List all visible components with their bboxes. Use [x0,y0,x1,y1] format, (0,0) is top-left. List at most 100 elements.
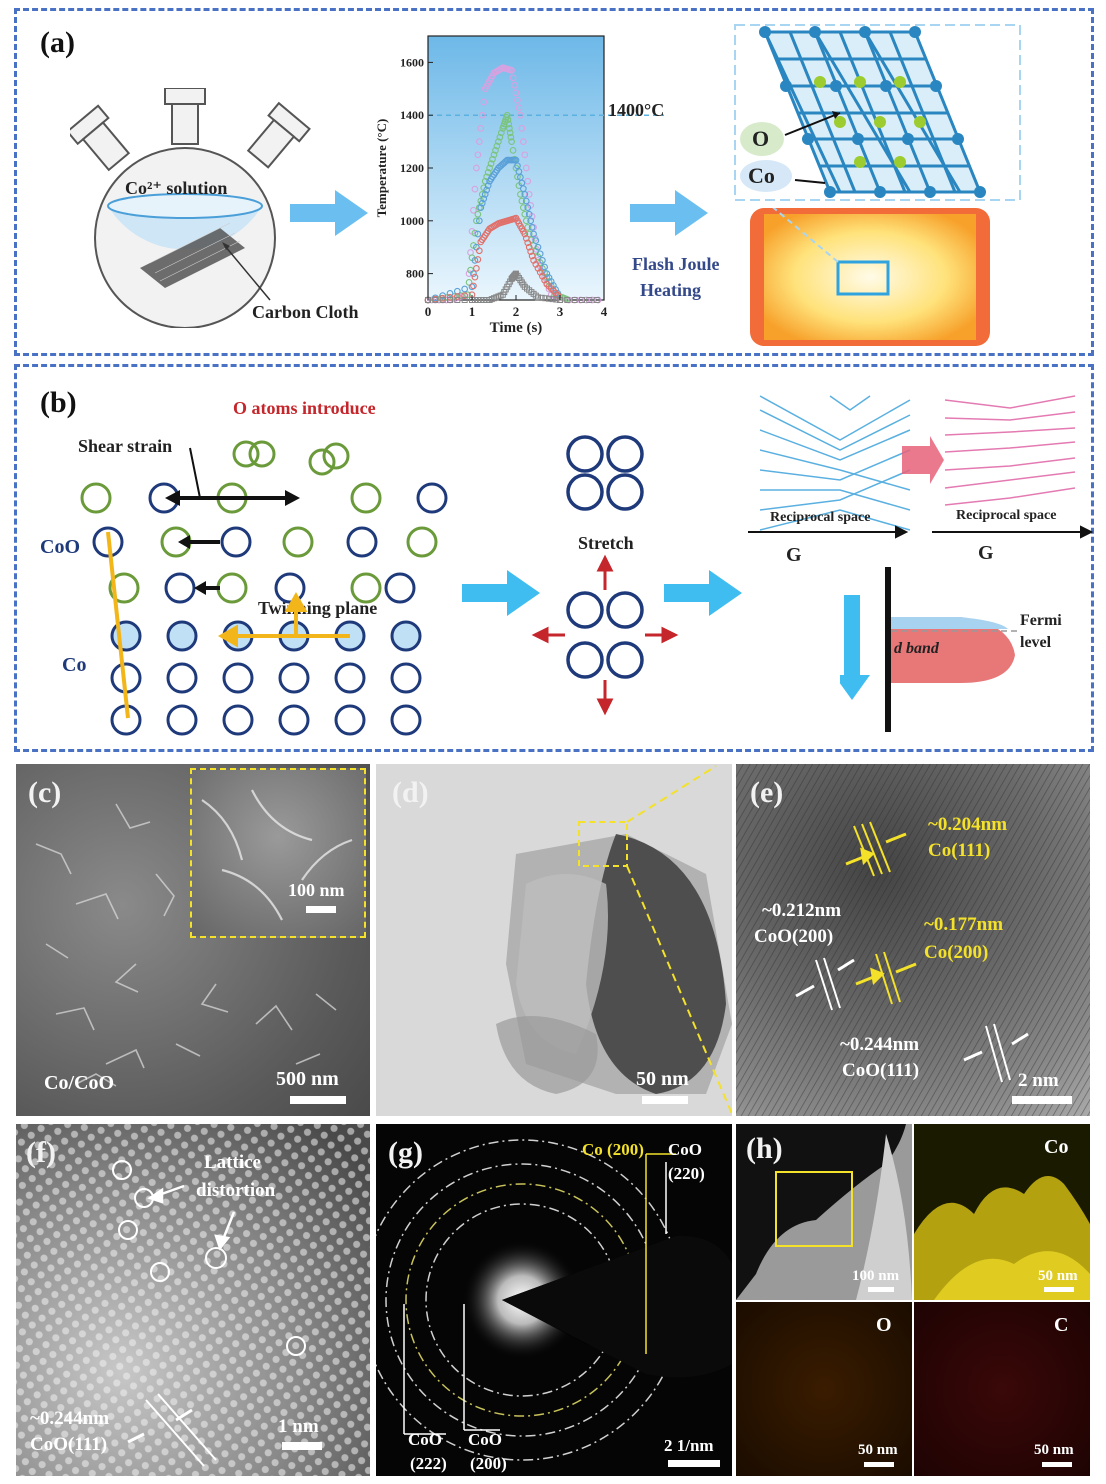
stretch-label: Stretch [578,533,634,553]
data-point [521,210,529,218]
ring-coo200-a: CoO [468,1430,502,1449]
data-point [521,230,529,238]
data-point [492,147,499,154]
data-point [478,199,486,207]
data-point [517,191,524,198]
data-point [497,129,505,137]
lattice-fringe-markers [795,821,1029,1083]
element-c-label: C [1054,1314,1069,1336]
flash-heating-glow [750,208,990,346]
data-point [524,204,532,211]
reciprocal-space-label-1: Reciprocal space [770,510,871,525]
o-map [736,1302,912,1476]
scale-bar-text: 2 1/nm [664,1436,714,1455]
three-neck-flask [70,88,311,328]
data-point [522,235,530,242]
annotation-line-1: Lattice [204,1152,261,1173]
atom-co-badge [740,160,792,192]
data-point [453,293,461,300]
data-point [432,297,439,303]
data-point [447,297,453,303]
y-tick-label: 800 [406,267,424,281]
g-label-2: G [978,542,994,564]
data-point [517,111,524,119]
c-map [914,1302,1090,1476]
plane-label: CoO(111) [30,1434,108,1455]
data-point [512,89,520,97]
data-point [524,177,532,185]
data-point [475,138,483,145]
data-point [508,138,515,145]
data-point [564,297,571,303]
data-point [549,296,556,303]
x-tick-label: 1 [469,304,476,319]
plane-2: CoO(200) [754,926,834,947]
data-point [446,290,454,297]
data-point [471,273,479,281]
arrow-right-icon [290,190,368,236]
flash-joule-label: Flash Joule [632,254,720,274]
x-tick-label: 0 [425,304,432,319]
data-point [484,182,492,189]
plane-1: Co(111) [928,840,991,861]
data-point [525,191,533,198]
atom-o-badge [740,122,784,156]
data-point [509,74,517,82]
material-label: Co/CoO [44,1072,114,1094]
data-point [484,169,492,176]
co-map [914,1124,1090,1300]
scale-bar [868,1287,894,1292]
co-label: Co [62,654,87,676]
data-point [518,125,526,132]
scale-bar [1042,1462,1072,1467]
panel-c-label: (c) [28,776,62,809]
data-point [552,289,559,297]
data-point [536,262,544,270]
data-point [521,151,529,159]
data-point [518,197,526,205]
data-point [471,257,479,264]
annotation-line-2: distortion [196,1180,276,1201]
data-point [521,191,529,198]
atom-o-label: O [752,126,770,151]
data-point [487,160,495,167]
atom-pointer-arrows [784,111,841,184]
scale-bar [642,1096,688,1104]
x-tick-label: 3 [557,304,564,319]
data-point [470,206,477,214]
data-point [532,237,540,244]
data-point [483,186,491,194]
data-point [471,229,479,237]
data-point [593,297,600,303]
data-point [509,147,517,154]
ring-coo222-b: (222) [410,1454,447,1473]
data-point [503,111,511,119]
scale-bar [282,1442,322,1450]
heating-label: Heating [640,280,701,300]
d-band-label: d band [894,640,939,657]
data-point [547,285,555,292]
plane-4: CoO(111) [842,1060,920,1081]
saed-pattern [376,1124,732,1476]
shear-strain-label: Shear strain [78,436,173,456]
x-axis-label: Time (s) [490,320,543,336]
data-point [461,292,469,299]
x-tick-label: 4 [601,304,608,319]
data-point [519,204,527,211]
element-co-label: Co [1044,1136,1069,1158]
data-point [495,138,502,145]
data-point [454,297,461,303]
atom-co-label: Co [748,163,775,188]
data-point [470,282,477,290]
atomic-lattice-diagram [80,440,448,736]
data-point [439,297,446,303]
chart-annotation-1400: 1400°C [608,100,665,120]
d-spacing-3: ~0.177nm [924,914,1004,935]
scale-bar [1044,1287,1074,1292]
data-point [474,210,482,218]
data-point [543,280,551,288]
scale-bar [864,1462,894,1467]
inset-scale-bar [306,906,336,913]
stretch-diagram [531,435,679,716]
